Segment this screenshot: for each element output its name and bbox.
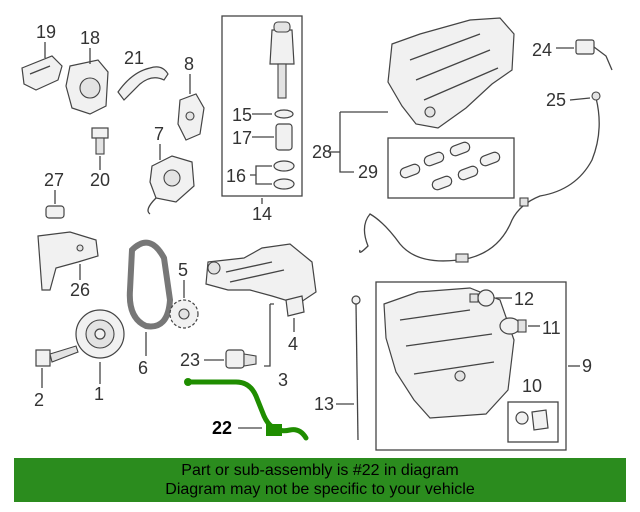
- bracket-3: [264, 303, 274, 367]
- callout-7: 7: [154, 124, 164, 144]
- callout-16: 16: [226, 166, 246, 186]
- part-11-plug[interactable]: [499, 317, 527, 335]
- part-4-screen[interactable]: [285, 295, 305, 317]
- part-21-hose[interactable]: [117, 66, 169, 101]
- part-15-seal[interactable]: [274, 109, 294, 119]
- callout-26: 26: [70, 280, 90, 300]
- part-25-harness[interactable]: [359, 91, 601, 263]
- part-intake-manifold[interactable]: [387, 17, 515, 129]
- group-box-29: [387, 137, 515, 199]
- callout-5: 5: [178, 260, 188, 280]
- part-27-bolt[interactable]: [45, 205, 65, 219]
- callout-1: 1: [94, 384, 104, 404]
- callout-2: 2: [34, 390, 44, 410]
- callout-24: 24: [532, 40, 552, 60]
- callout-15: 15: [232, 105, 252, 125]
- callout-10: 10: [522, 376, 542, 396]
- part-2-crank-bolt[interactable]: [35, 345, 79, 367]
- callout-12: 12: [514, 289, 534, 309]
- part-23-oil-pressure-sensor[interactable]: [225, 349, 257, 369]
- part-16-o-rings[interactable]: [273, 160, 295, 190]
- banner-line-2: Diagram may not be specific to your vehi…: [165, 481, 475, 498]
- part-7-cover[interactable]: [147, 155, 195, 215]
- callout-3: 3: [278, 370, 288, 390]
- part-12-sensor[interactable]: [469, 289, 495, 307]
- exploded-view-svg: 19 18 21 8 20 7 27 26 6: [21, 15, 613, 451]
- info-banner: Part or sub-assembly is #22 in diagram D…: [14, 458, 626, 502]
- group-box-9: [375, 281, 567, 451]
- part-10-drain-plug[interactable]: [515, 409, 549, 431]
- callout-22: 22: [212, 418, 232, 438]
- callout-27: 27: [44, 170, 64, 190]
- part-19-bracket[interactable]: [21, 55, 63, 91]
- group-box-10: [507, 401, 559, 443]
- part-18-vacuum-pump[interactable]: [65, 59, 109, 115]
- callout-21: 21: [124, 48, 144, 68]
- part-22-oil-tube-highlighted[interactable]: [184, 378, 309, 441]
- callout-28: 28: [312, 142, 332, 162]
- part-oil-pump-assembly[interactable]: [205, 243, 317, 305]
- callout-13: 13: [314, 394, 334, 414]
- part-20-bolt[interactable]: [91, 127, 109, 155]
- callout-29: 29: [358, 162, 378, 182]
- part-13-dipstick[interactable]: [351, 295, 361, 441]
- callout-14: 14: [252, 204, 272, 224]
- part-17-element[interactable]: [275, 123, 293, 151]
- part-6-belt[interactable]: [126, 239, 174, 330]
- callout-6: 6: [138, 358, 148, 378]
- part-29-gaskets[interactable]: [399, 141, 501, 191]
- part-8-sensor-bracket[interactable]: [177, 93, 205, 141]
- part-26-bracket[interactable]: [37, 231, 99, 291]
- part-1-crank-pulley[interactable]: [75, 309, 125, 359]
- callout-4: 4: [288, 334, 298, 354]
- callout-8: 8: [184, 54, 194, 74]
- callout-11: 11: [542, 318, 561, 338]
- leader-28: [339, 111, 388, 173]
- part-oil-filter-assembly[interactable]: [269, 21, 295, 99]
- leader-16: [250, 165, 272, 185]
- part-oil-pan[interactable]: [383, 287, 515, 419]
- callout-17: 17: [232, 128, 252, 148]
- callout-19: 19: [36, 22, 56, 42]
- callout-20: 20: [90, 170, 110, 190]
- part-24-sensor[interactable]: [575, 39, 613, 71]
- group-box-14: [221, 15, 303, 197]
- callout-23: 23: [180, 350, 200, 370]
- callout-9: 9: [582, 356, 592, 376]
- banner-line-1: Part or sub-assembly is #22 in diagram: [181, 462, 459, 479]
- part-5-sprocket[interactable]: [169, 299, 199, 329]
- callout-25: 25: [546, 90, 566, 110]
- callout-18: 18: [80, 28, 100, 48]
- leader-25: [569, 97, 591, 101]
